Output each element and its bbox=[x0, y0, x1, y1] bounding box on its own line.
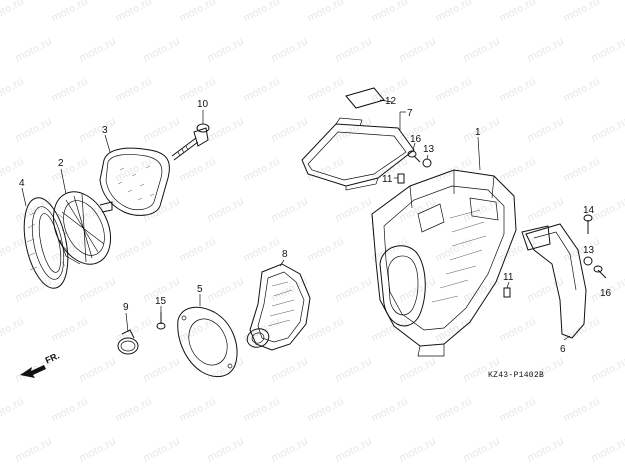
callout-6: 6 bbox=[560, 344, 566, 355]
callout-16-upper: 16 bbox=[410, 134, 422, 145]
callout-16-lower: 16 bbox=[600, 288, 612, 299]
part-8-intake-boot bbox=[246, 263, 311, 351]
callout-11-upper: 11 bbox=[382, 174, 393, 185]
callout-1: 1 bbox=[475, 127, 481, 138]
part-5-flange-gasket bbox=[177, 306, 238, 378]
callout-10: 10 bbox=[197, 99, 209, 110]
part-1-air-cleaner-case bbox=[371, 169, 517, 357]
part-10-screw bbox=[171, 123, 210, 161]
part-4-gasket-ring bbox=[23, 197, 69, 289]
part-13-nut-lower bbox=[583, 256, 593, 266]
callout-5: 5 bbox=[197, 284, 203, 295]
part-12-decal bbox=[345, 87, 385, 109]
callout-9: 9 bbox=[123, 302, 129, 313]
callout-3: 3 bbox=[102, 125, 108, 136]
leader-lines bbox=[21, 99, 571, 341]
part-7-side-cover bbox=[301, 117, 415, 191]
part-15-screw bbox=[156, 312, 166, 330]
front-direction-marker: FR. bbox=[16, 350, 76, 381]
part-6-mud-flap bbox=[521, 223, 587, 339]
part-13-nut-upper bbox=[422, 158, 432, 168]
callout-11-lower: 11 bbox=[503, 272, 514, 283]
diagram-code: KZ43-P1402B bbox=[488, 371, 545, 380]
callout-8: 8 bbox=[282, 249, 288, 260]
callout-13-lower: 13 bbox=[583, 245, 595, 256]
part-16-bolt-lower bbox=[593, 265, 607, 279]
callout-4: 4 bbox=[19, 178, 25, 189]
callout-2: 2 bbox=[58, 158, 64, 169]
callout-14: 14 bbox=[583, 205, 595, 216]
part-11-clip-lower bbox=[503, 287, 511, 298]
callout-7: 7 bbox=[407, 108, 413, 119]
part-11-clip-upper bbox=[397, 173, 405, 184]
part-3-foam-filter bbox=[99, 147, 170, 216]
part-2-filter-cage bbox=[52, 191, 113, 265]
part-16-bolt-upper bbox=[407, 150, 421, 163]
direction-arrow-icon bbox=[20, 365, 46, 378]
callout-13-upper: 13 bbox=[423, 144, 435, 155]
callout-15: 15 bbox=[155, 296, 167, 307]
callout-12: 12 bbox=[385, 96, 397, 107]
part-9-hose-clamp bbox=[117, 329, 139, 355]
part-14-bolt bbox=[583, 214, 593, 234]
